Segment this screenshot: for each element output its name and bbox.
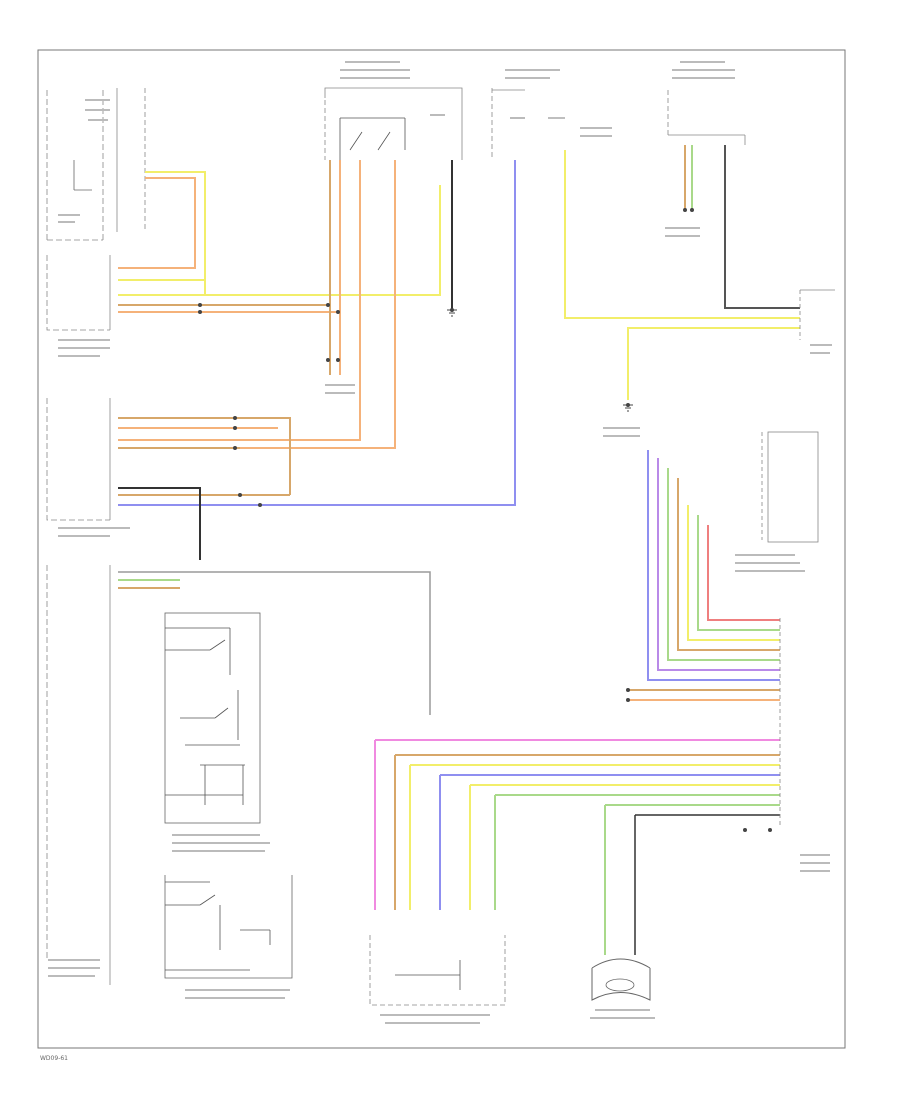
speed-sensor: [591, 958, 651, 1001]
ground-symbols: [447, 309, 633, 412]
brake-light-switch-right: [667, 90, 746, 145]
diagram-code: WD09-61: [40, 1055, 68, 1062]
cruise-control-switch-lower: [164, 875, 293, 979]
brake-light-switch: [46, 88, 146, 241]
connector-pins: [198, 208, 772, 832]
connector-strip-right: [761, 289, 835, 825]
wire-bundle-left-top: [118, 171, 441, 313]
fuse-box-b-top: [491, 88, 565, 160]
wire-bundle-left-middle: [118, 160, 516, 560]
wire-bundle-left-lower: [118, 571, 431, 715]
micro-label-marks: [48, 61, 832, 1024]
steering-column-electronics-box: [46, 565, 111, 985]
throttle-pedal-module: [369, 935, 506, 1006]
wire-bundle-bottom-right: [374, 739, 780, 955]
engine-control-module-box: [46, 255, 111, 331]
diagram-frame: [37, 49, 846, 1049]
wire-bundle-center-vertical: [118, 160, 453, 449]
data-bus-diagnostic-interface-box: [46, 398, 111, 521]
cruise-control-switch-upper: [164, 612, 261, 824]
wire-bundle-right-connector: [628, 450, 780, 701]
fuse-relay-box-top: [324, 87, 463, 160]
wire-bundle-right-top: [564, 145, 800, 400]
